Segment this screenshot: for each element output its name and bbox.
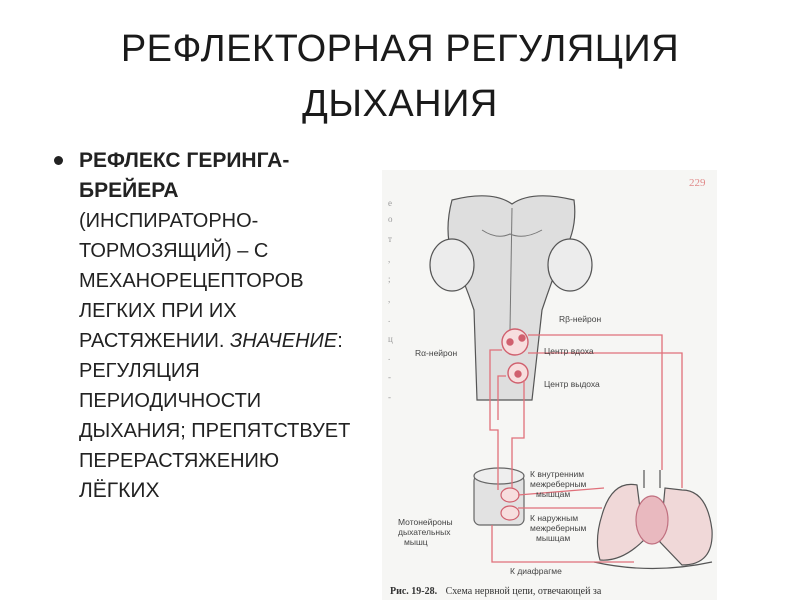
svg-text:,: , [388, 294, 390, 304]
label-outer-intercostal-2: межреберным [530, 523, 587, 533]
label-motoneurons-2: дыхательных [398, 527, 451, 537]
label-inner-intercostal-1: К внутренним [530, 469, 584, 479]
svg-text:о: о [388, 214, 393, 224]
label-exhale-center: Центр выдоха [544, 379, 600, 389]
text-line-4: ТОРМОЗЯЩИЙ) – С [79, 236, 389, 266]
page-number: 229 [689, 177, 706, 189]
svg-text:т: т [388, 234, 392, 244]
text-line-7-c: : [337, 330, 343, 352]
text-line-12: ЛЁГКИХ [79, 476, 389, 506]
neural-circuit-diagram: 229 еот ,;, . ц. - - [382, 170, 717, 600]
label-outer-intercostal-1: К наружным [530, 513, 578, 523]
figure-caption-number: Рис. 19-28. [390, 586, 438, 597]
text-line-5: МЕХАНОРЕЦЕПТОРОВ [79, 266, 389, 296]
figure-caption-text: Схема нервной цепи, отвечающей за [446, 586, 602, 597]
text-line-6: ЛЕГКИХ ПРИ ИХ [79, 296, 389, 326]
slide-title-line-1: РЕФЛЕКТОРНАЯ РЕГУЛЯЦИЯ [40, 22, 760, 77]
label-inner-intercostal-3: мышцам [536, 489, 570, 499]
svg-text:.: . [388, 314, 390, 324]
text-line-8: РЕГУЛЯЦИЯ [79, 356, 389, 386]
label-inhale-center: Центр вдоха [544, 346, 594, 356]
text-line-11: ПЕРЕРАСТЯЖЕНИЮ [79, 446, 389, 476]
label-rb-neuron: Rβ-нейрон [559, 314, 601, 324]
svg-text:,: , [388, 254, 390, 264]
reflex-name-line-1: РЕФЛЕКС ГЕРИНГА- [79, 146, 389, 176]
label-inner-intercostal-2: межреберным [530, 479, 587, 489]
text-line-10: ДЫХАНИЯ; ПРЕПЯТСТВУЕТ [79, 416, 389, 446]
margin-text-fragments: еот ,;, . ц. - - [388, 198, 393, 402]
svg-text:-: - [388, 392, 391, 402]
label-motoneurons-1: Мотонейроны [398, 517, 453, 527]
svg-text:ц: ц [388, 334, 393, 344]
bullet-point-icon [54, 156, 63, 165]
label-diaphragm: К диафрагме [510, 566, 562, 576]
slide-title-line-2: ДЫХАНИЯ [40, 77, 760, 132]
label-ra-neuron: Rα-нейрон [415, 348, 458, 358]
text-line-9: ПЕРИОДИЧНОСТИ [79, 386, 389, 416]
spinal-cord-drawing [474, 468, 524, 525]
slide-title: РЕФЛЕКТОРНАЯ РЕГУЛЯЦИЯ ДЫХАНИЯ [40, 22, 760, 132]
figure-caption: Рис. 19-28. Схема нервной цепи, отвечающ… [390, 586, 602, 597]
svg-text:е: е [388, 198, 392, 208]
label-motoneurons-3: мышц [404, 537, 428, 547]
text-line-7-a: РАСТЯЖЕНИИ. [79, 330, 230, 352]
svg-text:;: ; [388, 274, 391, 284]
reflex-name-line-2: БРЕЙЕРА [79, 176, 389, 206]
label-outer-intercostal-3: мышцам [536, 533, 570, 543]
text-line-7: РАСТЯЖЕНИИ. ЗНАЧЕНИЕ: [79, 326, 389, 356]
significance-label: ЗНАЧЕНИЕ [230, 330, 337, 352]
svg-text:.: . [388, 352, 390, 362]
text-line-3: (ИНСПИРАТОРНО- [79, 206, 389, 236]
lungs-drawing [594, 470, 712, 569]
svg-text:-: - [388, 372, 391, 382]
bullet-text: РЕФЛЕКС ГЕРИНГА- БРЕЙЕРА (ИНСПИРАТОРНО- … [79, 146, 389, 506]
